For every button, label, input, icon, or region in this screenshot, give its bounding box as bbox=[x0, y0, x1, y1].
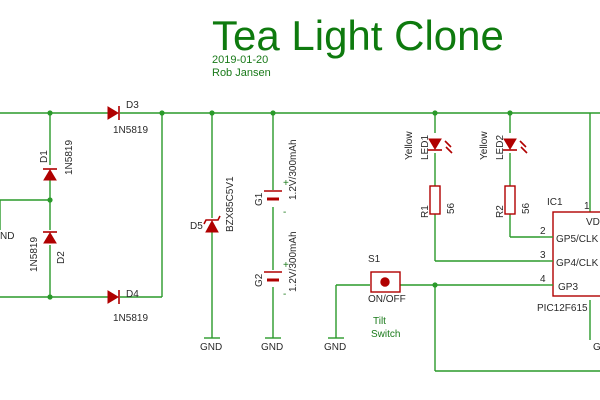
gnd-label: GND bbox=[324, 342, 346, 353]
d5-value: BZX85C5V1 bbox=[225, 176, 236, 232]
ic-pin-num-2: 2 bbox=[540, 226, 546, 237]
s1-label: S1 bbox=[368, 254, 381, 265]
g1-label: G1 bbox=[254, 192, 265, 206]
ic-pin-gp5: GP5/CLK bbox=[556, 234, 599, 245]
d3-label: D3 bbox=[126, 100, 139, 111]
gnd-label: GND bbox=[261, 342, 283, 353]
gnd-battery: GND bbox=[261, 337, 283, 353]
tilt-switch-s1: S1 ON/OFF Tilt Switch bbox=[368, 254, 406, 340]
ic-value: PIC12F615 bbox=[537, 303, 588, 314]
gnd-left: ND bbox=[0, 231, 14, 242]
zener-d5: D5 BZX85C5V1 bbox=[190, 176, 236, 233]
ic-pin-num-1: 1 bbox=[584, 201, 590, 212]
ic-pin-vdd: VD bbox=[586, 217, 600, 228]
g2-label: G2 bbox=[254, 273, 265, 287]
d3-value: 1N5819 bbox=[113, 125, 148, 136]
led-led1: Yellow LED1 bbox=[404, 131, 453, 160]
wires bbox=[0, 112, 600, 372]
schematic-author: Rob Jansen bbox=[212, 67, 271, 79]
r1-value: 56 bbox=[446, 202, 457, 214]
gnd-left-label: ND bbox=[0, 231, 14, 242]
d4-value: 1N5819 bbox=[113, 313, 148, 324]
schematic-date: 2019-01-20 bbox=[212, 54, 268, 66]
led1-color: Yellow bbox=[404, 131, 415, 160]
led-led2: Yellow LED2 bbox=[479, 131, 528, 160]
s1-desc-2: Switch bbox=[371, 329, 400, 340]
r2-value: 56 bbox=[521, 202, 532, 214]
s1-desc-1: Tilt bbox=[373, 316, 386, 327]
gnd-label: GND bbox=[200, 342, 222, 353]
ic-pin-num-3: 3 bbox=[540, 250, 546, 261]
d1-value: 1N5819 bbox=[64, 140, 75, 175]
schematic-title: Tea Light Clone bbox=[212, 12, 504, 59]
led1-label: LED1 bbox=[420, 135, 431, 160]
r1-label: R1 bbox=[420, 205, 431, 218]
s1-value: ON/OFF bbox=[368, 294, 406, 305]
battery-g1: + - G1 1.2V/300mAh bbox=[254, 139, 299, 218]
d4-label: D4 bbox=[126, 289, 139, 300]
g2-minus: - bbox=[283, 289, 286, 300]
gnd-zener: GND bbox=[200, 337, 222, 353]
ic-pic: IC1 PIC12F615 VD GP5/CLK GP4/CLK GP3 1 2… bbox=[537, 197, 600, 353]
d2-label: D2 bbox=[56, 251, 67, 264]
d2-value: 1N5819 bbox=[29, 237, 40, 272]
resistor-r1: R1 56 bbox=[420, 185, 457, 218]
diode-d4: D4 1N5819 bbox=[107, 289, 148, 324]
ic-label: IC1 bbox=[547, 197, 563, 208]
g2-value: 1.2V/300mAh bbox=[288, 231, 299, 292]
junction-dots bbox=[47, 110, 513, 300]
ic-gnd-partial: G bbox=[593, 342, 600, 353]
battery-g2: + - G2 1.2V/300mAh bbox=[254, 231, 299, 300]
g2-plus: + bbox=[283, 260, 289, 271]
g1-value: 1.2V/300mAh bbox=[288, 139, 299, 200]
r2-label: R2 bbox=[495, 205, 506, 218]
g1-minus: - bbox=[283, 207, 286, 218]
d5-label: D5 bbox=[190, 221, 203, 232]
gnd-switch: GND bbox=[324, 337, 346, 353]
d1-label: D1 bbox=[39, 150, 50, 163]
ic-pin-gp3: GP3 bbox=[558, 282, 578, 293]
led2-color: Yellow bbox=[479, 131, 490, 160]
diode-d1: D1 1N5819 bbox=[39, 140, 75, 181]
ic-pin-num-4: 4 bbox=[540, 274, 546, 285]
g1-plus: + bbox=[283, 178, 289, 189]
diode-d3: D3 1N5819 bbox=[107, 100, 148, 136]
resistor-r2: R2 56 bbox=[495, 185, 532, 218]
ic-pin-gp4: GP4/CLK bbox=[556, 258, 599, 269]
diode-d2: D2 1N5819 bbox=[29, 231, 67, 272]
led2-label: LED2 bbox=[495, 135, 506, 160]
